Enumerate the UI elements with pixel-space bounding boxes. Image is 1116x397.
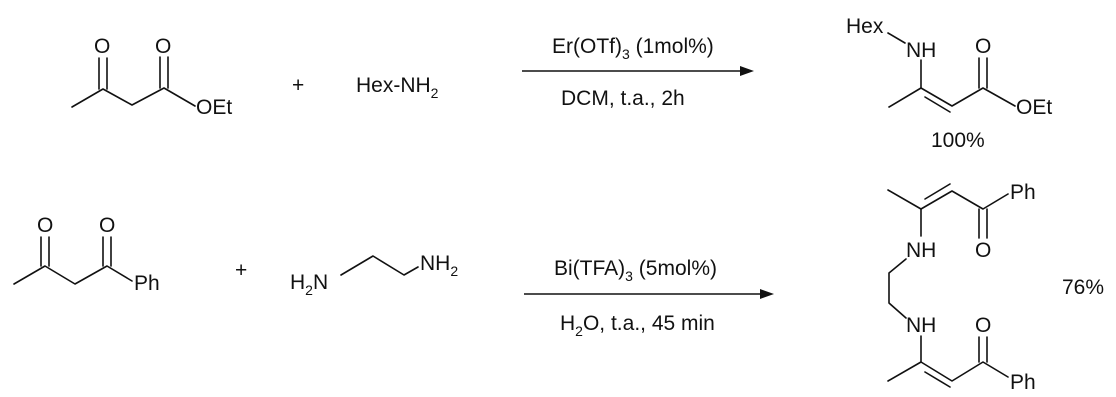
r2-b-nh2: NH2 bbox=[420, 252, 458, 279]
r2-p-ph-top: Ph bbox=[1010, 181, 1036, 204]
r2-solvent-h: H bbox=[560, 312, 575, 335]
reaction2: O O Ph + H2N NH2 Bi(TFA)3 (5mol%) H2O, t… bbox=[13, 181, 1104, 394]
r1-condition-catalyst: Er(OTf)3 (1mol%) bbox=[552, 35, 714, 62]
r2-p-top-double-bond bbox=[924, 183, 951, 200]
r1-a-ester-o: O bbox=[155, 35, 171, 58]
r2-product: Ph NH O NH O Ph bbox=[887, 181, 1036, 394]
r2-ethylenediamine: H2N NH2 bbox=[290, 252, 458, 298]
r1-a-oet: OEt bbox=[196, 96, 232, 119]
r2-cat-loading: (5mol%) bbox=[633, 257, 717, 280]
r1-condition-solvent: DCM, t.a., 2h bbox=[561, 87, 685, 110]
r2-b-skeleton bbox=[340, 255, 419, 276]
r1-p-o: O bbox=[975, 35, 991, 58]
r2-a-skeleton bbox=[13, 265, 133, 285]
r2-b-nh2-sub: 2 bbox=[450, 263, 458, 279]
r1-p-oet: OEt bbox=[1016, 96, 1052, 119]
r1-p-skeleton bbox=[888, 87, 1016, 108]
r1-a-skeleton bbox=[71, 87, 196, 108]
r1-cat-loading: (1mol%) bbox=[630, 35, 714, 58]
r2-p-bottom-double-bond bbox=[924, 371, 951, 388]
r2-solvent-rest: O, t.a., 45 min bbox=[583, 312, 715, 335]
r2-p-bottom-skeleton bbox=[887, 361, 1009, 382]
r2-cat-name: Bi(TFA) bbox=[554, 257, 625, 280]
r2-b-h2n-n: N bbox=[313, 271, 328, 294]
r2-p-ph-bottom: Ph bbox=[1010, 371, 1036, 392]
r2-condition-catalyst: Bi(TFA)3 (5mol%) bbox=[554, 257, 717, 284]
r1-hexylamine: Hex-NH2 bbox=[356, 74, 439, 101]
r1-hexylamine-sub: 2 bbox=[431, 85, 439, 101]
r2-p-nh-bottom: NH bbox=[906, 314, 936, 337]
r2-b-h2n-h: H bbox=[290, 271, 305, 294]
r2-a-ph: Ph bbox=[134, 272, 160, 295]
r1-p-hex: Hex bbox=[846, 15, 884, 38]
r2-yield: 76% bbox=[1062, 276, 1104, 299]
r1-p-double-bond bbox=[924, 96, 951, 113]
r1-yield: 100% bbox=[931, 129, 985, 152]
r2-p-o-top: O bbox=[975, 239, 991, 262]
r2-condition-solvent: H2O, t.a., 45 min bbox=[560, 312, 715, 339]
r1-arrow-head bbox=[740, 66, 754, 76]
r1-cat-name: Er(OTf) bbox=[552, 35, 622, 58]
reaction1: O O OEt + Hex-NH2 Er(OTf)3 (1mol%) DCM, … bbox=[71, 15, 1052, 152]
r1-plus: + bbox=[292, 74, 304, 97]
r1-a-ketone-o: O bbox=[94, 35, 110, 58]
r2-arrow-head bbox=[760, 289, 774, 299]
r1-hexylamine-base: Hex-NH bbox=[356, 74, 431, 97]
r1-product: Hex NH O OEt bbox=[846, 15, 1052, 119]
r2-benzoylacetone: O O Ph bbox=[13, 214, 160, 295]
r1-arrow bbox=[522, 66, 754, 76]
r2-p-linker bbox=[888, 258, 907, 319]
r2-a-o1: O bbox=[37, 214, 53, 237]
r1-p-nh: NH bbox=[906, 39, 936, 62]
r2-p-nh-top: NH bbox=[906, 239, 936, 262]
r2-cat-sub: 3 bbox=[625, 268, 633, 284]
r2-p-o-bottom: O bbox=[975, 314, 991, 337]
r1-ethyl-acetoacetate: O O OEt bbox=[71, 35, 232, 119]
r1-cat-sub: 3 bbox=[622, 46, 630, 62]
r2-arrow bbox=[524, 289, 774, 299]
r2-p-top-skeleton bbox=[887, 189, 1009, 210]
r2-solvent-sub: 2 bbox=[575, 323, 583, 339]
r2-b-nh2-nh: NH bbox=[420, 252, 450, 275]
r2-plus: + bbox=[235, 259, 247, 282]
r2-b-h2n: H2N bbox=[290, 271, 328, 298]
r2-b-h2n-sub: 2 bbox=[305, 282, 313, 298]
r2-a-o2: O bbox=[99, 214, 115, 237]
r1-p-hex-bond bbox=[887, 32, 906, 44]
